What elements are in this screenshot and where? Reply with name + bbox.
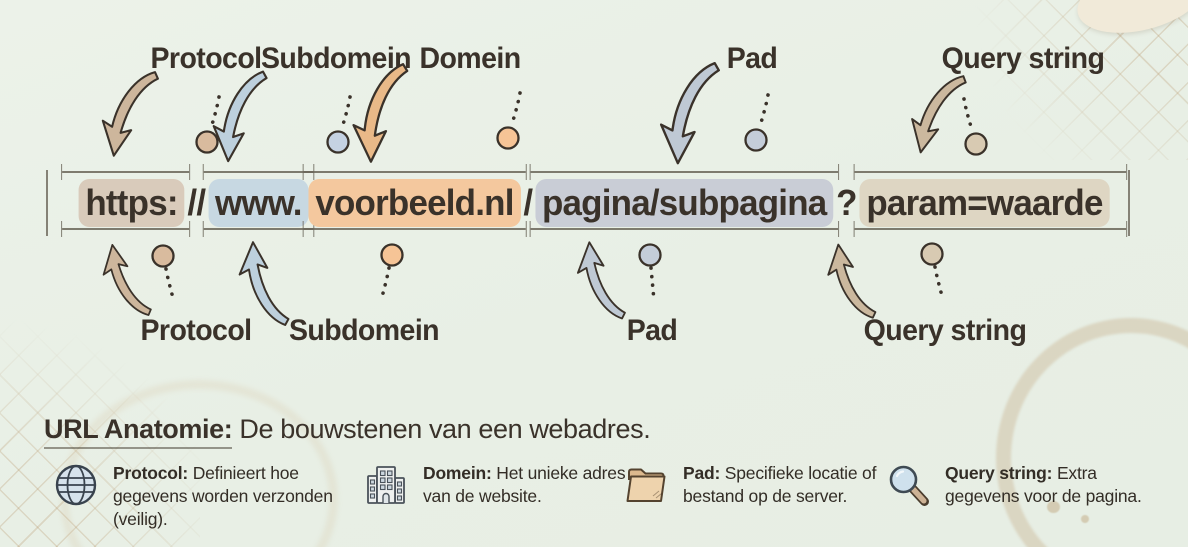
legend-term: Pad:	[683, 463, 721, 483]
url-text: param=waarde	[866, 182, 1103, 223]
legend-item-query-string: Query string: Extra gegevens voor de pag…	[884, 460, 1171, 508]
query-string-dot	[964, 132, 988, 156]
query-string-dot	[920, 242, 944, 266]
dimension-bracket	[202, 221, 315, 237]
pad-dot-connector-top	[744, 93, 770, 152]
label-pad-bottom: Pad	[626, 314, 678, 347]
query-string-dot-connector-bottom	[920, 242, 945, 302]
url-segment-domein: voorbeeld.nl	[302, 164, 527, 237]
label-protocol-top: Protocol	[150, 42, 262, 75]
label-subdomein-bottom: Subdomein	[288, 314, 440, 347]
legend-term: Protocol:	[113, 463, 189, 483]
protocol-curved-arrow-icon	[101, 71, 159, 157]
diagram-title-rest: De bouwstenen van een webadres.	[232, 414, 651, 444]
domein-dot-connector-bottom	[379, 243, 404, 303]
dimension-edge-tick	[46, 170, 48, 236]
legend-description: Extra gegevens voor de pagina.	[945, 463, 1142, 507]
legend-description: Definieert hoe gegevens worden verzonden…	[113, 463, 333, 530]
domein-curved-arrow-icon	[352, 63, 409, 163]
dimension-bracket	[302, 221, 527, 237]
protocol-dot-connector-top	[195, 95, 221, 154]
legend-term: Domein:	[423, 463, 492, 483]
url-text: www.	[214, 182, 303, 223]
building-icon	[367, 466, 405, 504]
domein-dot	[496, 126, 520, 150]
url-segment-protocol: https:	[61, 164, 191, 237]
legend-text-pad: Pad: Specifieke locatie of bestand op de…	[683, 462, 879, 508]
legend-item-domein: Domein: Het unieke adres van de website.	[362, 460, 629, 508]
query-string-curved-arrow-up-icon	[827, 243, 877, 319]
protocol-curved-arrow-up-icon	[102, 243, 152, 316]
protocol-dot	[195, 130, 219, 154]
dimension-bracket	[61, 221, 191, 237]
url-segment-subdomein: www.	[202, 164, 315, 237]
url-display: https: // www. voorbeeld.nl / pagina/sub…	[61, 164, 1127, 237]
dimension-edge-tick	[1128, 170, 1130, 236]
dimension-bracket	[529, 221, 840, 237]
dimension-bracket	[529, 164, 840, 180]
coffee-stain-drop	[1081, 515, 1089, 523]
legend-description: Het unieke adres van de website.	[423, 463, 626, 507]
legend-item-pad: Pad: Specifieke locatie of bestand op de…	[622, 460, 879, 508]
url-text: https:	[85, 182, 178, 223]
url-text: voorbeeld.nl	[315, 182, 514, 223]
label-query-string-top: Query string	[941, 42, 1105, 75]
diagram-title: URL Anatomie: De bouwstenen van een weba…	[44, 414, 651, 449]
coffee-stain-ring	[996, 318, 1188, 547]
paper-blob-decoration	[1070, 0, 1188, 45]
label-pad-top: Pad	[726, 42, 778, 75]
label-domein-top: Domein	[419, 42, 521, 75]
dimension-bracket	[61, 164, 191, 180]
magnifier-icon	[889, 465, 929, 506]
protocol-dot-connector-bottom	[151, 244, 176, 304]
label-subdomein-top: Subdomein	[260, 42, 412, 75]
domein-dot-connector-top	[496, 91, 522, 150]
pad-curved-arrow-up-icon	[577, 241, 626, 320]
label-query-string-bottom: Query string	[863, 314, 1027, 347]
url-text: pagina/subpagina	[541, 182, 827, 223]
legend-description: Specifieke locatie of bestand op de serv…	[683, 463, 877, 507]
url-separator-slashes: //	[187, 182, 206, 223]
dimension-bracket	[853, 221, 1127, 237]
subdomein-curved-arrow-up-icon	[238, 241, 290, 326]
dimension-bracket	[302, 164, 527, 180]
subdomein-dot	[326, 130, 350, 154]
legend-text-protocol: Protocol: Definieert hoe gegevens worden…	[113, 462, 371, 531]
globe-icon	[55, 464, 97, 506]
query-string-dot-connector-top	[962, 97, 988, 156]
query-string-curved-arrow-icon	[911, 75, 967, 154]
dimension-bracket	[202, 164, 315, 180]
pad-dot-connector-bottom	[638, 243, 662, 303]
subdomein-dot-connector-top	[326, 95, 352, 154]
legend-text-query-string: Query string: Extra gegevens voor de pag…	[945, 462, 1171, 508]
coffee-stain-drop	[1047, 501, 1060, 513]
url-segment-query-string: param=waarde	[853, 164, 1127, 237]
subdomein-curved-arrow-icon	[212, 70, 268, 163]
url-segment-pad: pagina/subpagina	[529, 164, 840, 237]
url-separator-slash: /	[523, 182, 533, 223]
dimension-bracket	[853, 164, 1127, 180]
domein-dot	[380, 243, 404, 267]
pad-dot	[744, 128, 768, 152]
protocol-dot	[151, 244, 175, 268]
legend-text-domein: Domein: Het unieke adres van de website.	[423, 462, 629, 508]
label-protocol-bottom: Protocol	[140, 314, 252, 347]
legend-item-protocol: Protocol: Definieert hoe gegevens worden…	[52, 460, 371, 531]
folder-icon	[626, 468, 666, 502]
pad-dot	[638, 243, 662, 267]
url-separator-questionmark: ?	[836, 182, 857, 223]
diagram-title-highlight: URL Anatomie:	[44, 414, 233, 449]
pad-curved-arrow-icon	[659, 61, 720, 165]
legend-term: Query string:	[945, 463, 1053, 483]
